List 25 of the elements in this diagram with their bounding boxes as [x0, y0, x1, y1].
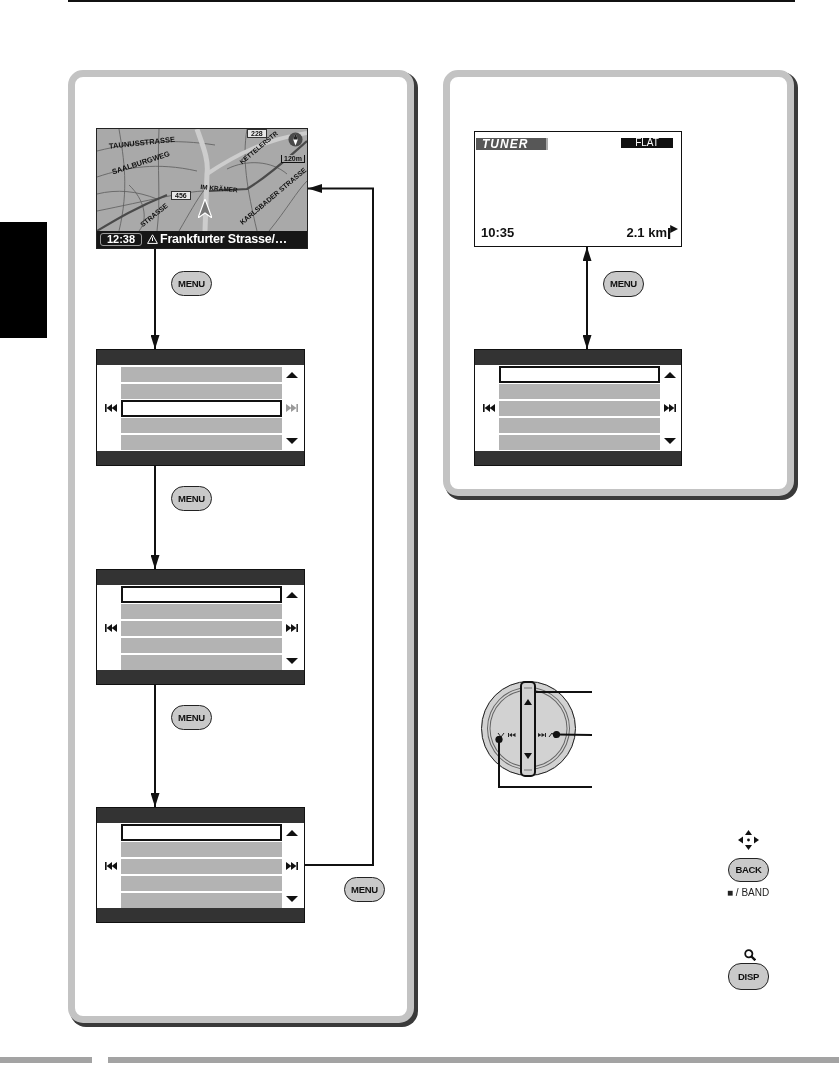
rocker-key: [519, 680, 536, 777]
leader-line: [552, 730, 593, 739]
leader-line: [495, 735, 593, 788]
key-caption: ■ / BAND: [727, 887, 770, 898]
clock-badge: 12:38: [100, 233, 142, 246]
street-name: Frankfurter Strasse/…: [160, 232, 288, 247]
distance-text: 2.1 km: [625, 226, 667, 240]
menu-screen: [96, 569, 305, 685]
leader-line: [534, 691, 593, 693]
clock-text: 10:35: [481, 226, 515, 240]
menu-screen: [96, 349, 305, 466]
back-key: BACK: [728, 858, 769, 882]
disp-key: DISP: [728, 963, 769, 990]
source-badge: TUNER: [476, 138, 548, 150]
arrow: [150, 684, 160, 808]
arrow: [304, 184, 374, 866]
display-screen: [474, 131, 682, 247]
map-screen: [96, 128, 308, 249]
arrow: [150, 248, 160, 350]
mode-badge: FLAT: [621, 138, 673, 148]
menu-screen: [96, 807, 305, 923]
section-tab: [0, 222, 47, 338]
menu-screen: [474, 349, 682, 466]
arrow: [150, 465, 160, 570]
double-arrow: [582, 246, 592, 350]
